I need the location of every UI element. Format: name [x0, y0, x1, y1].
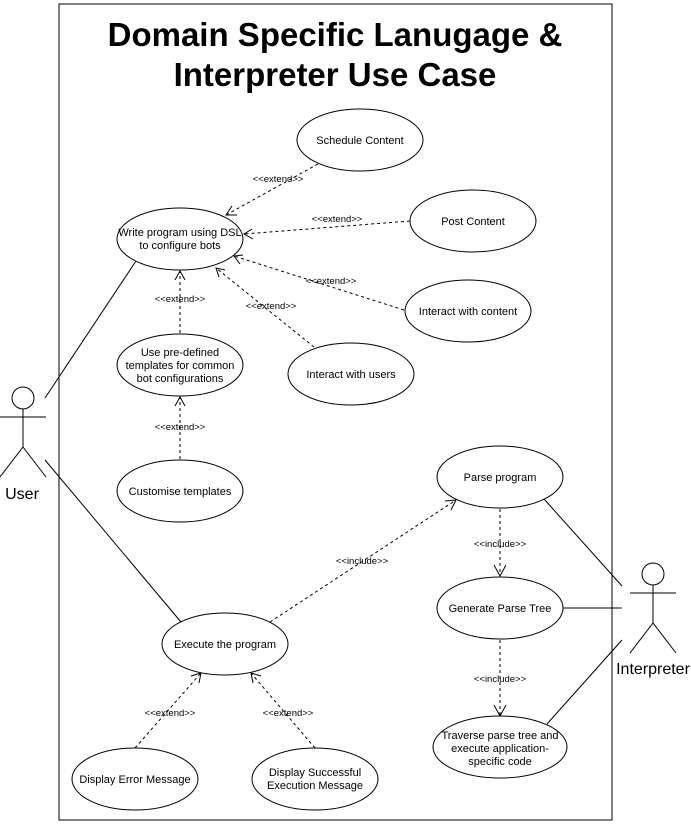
extend-label: <<extend>> [312, 214, 363, 225]
use-case-traverse-parse-tree: Traverse parse tree and execute applicat… [432, 715, 568, 779]
extend-schedule-write [225, 163, 319, 216]
extend-label: <<extend>> [145, 708, 196, 719]
association-user-write [44, 260, 137, 399]
actor-interpreter: Interpreter [616, 562, 691, 678]
actor-head [11, 386, 35, 410]
use-case-label: Write program using DSL [118, 227, 241, 239]
use-case-label: Use pre-defined [141, 347, 219, 359]
use-case-interact-content: Interact with content [404, 279, 532, 343]
extend-label: <<extend>> [306, 276, 357, 287]
include-label: <<include>> [474, 674, 527, 685]
use-case-display-success: Display Successful Execution Message [251, 747, 379, 811]
use-case-post-content: Post Content [409, 189, 537, 253]
include-parse-gentree [493, 509, 507, 578]
association-interpreter-traverse [546, 639, 623, 725]
use-case-parse-program: Parse program [436, 445, 564, 509]
extend-label: <<extend>> [246, 301, 297, 312]
use-case-generate-parse-tree: Generate Parse Tree [436, 576, 564, 640]
extend-templates-write [174, 269, 186, 333]
actor-user: User [0, 386, 47, 503]
extend-label: <<extend>> [155, 422, 206, 433]
use-case-label: Schedule Content [316, 135, 403, 147]
diagram-title-line-1: Domain Specific Lanugage & [108, 16, 563, 53]
extend-label: <<extend>> [155, 294, 206, 305]
association-user-execute [44, 459, 182, 623]
extend-label: <<extend>> [253, 174, 304, 185]
use-case-use-templates: Use pre-defined templates for common bot… [116, 333, 244, 397]
extend-customise-templates [174, 395, 186, 459]
extend-success-execute [250, 672, 316, 749]
use-case-schedule-content: Schedule Content [296, 108, 424, 172]
actor-head [641, 562, 665, 586]
use-case-label: Customise templates [129, 486, 232, 498]
include-execute-parse [269, 499, 457, 623]
use-case-label: Generate Parse Tree [449, 603, 552, 615]
include-label: <<include>> [336, 556, 389, 567]
use-case-label: Execution Message [267, 780, 363, 792]
use-case-write-program: Write program using DSL to configure bot… [116, 207, 244, 271]
extend-interact-users-write [215, 267, 315, 348]
use-case-label: Parse program [464, 472, 537, 484]
use-case-label: Interact with users [306, 369, 396, 381]
use-case-execute-program: Execute the program [161, 612, 289, 676]
use-case-label: Display Successful [269, 767, 361, 779]
use-case-label: bot configurations [137, 373, 224, 385]
use-case-label: Post Content [441, 216, 505, 228]
extend-interact-content-write [233, 254, 405, 311]
use-case-interact-users: Interact with users [287, 342, 415, 406]
extend-label: <<extend>> [263, 708, 314, 719]
use-case-label: Interact with content [419, 306, 517, 318]
use-case-label: Execute the program [174, 639, 276, 651]
use-case-customise-templates: Customise templates [116, 459, 244, 523]
use-case-label: execute application- [451, 743, 549, 755]
use-case-label: templates for common [126, 360, 235, 372]
use-case-label: Display Error Message [79, 774, 190, 786]
use-case-display-error: Display Error Message [71, 747, 199, 811]
use-case-label: to configure bots [139, 240, 221, 252]
actor-user-label: User [5, 486, 39, 503]
extend-post-write [243, 220, 411, 240]
actor-interpreter-label: Interpreter [616, 661, 690, 678]
use-case-label: specific code [468, 756, 532, 768]
include-label: <<include>> [474, 539, 527, 550]
use-case-label: Traverse parse tree and [442, 730, 559, 742]
association-interpreter-parse [543, 498, 623, 587]
diagram-title-line-2: Interpreter Use Case [174, 56, 497, 93]
